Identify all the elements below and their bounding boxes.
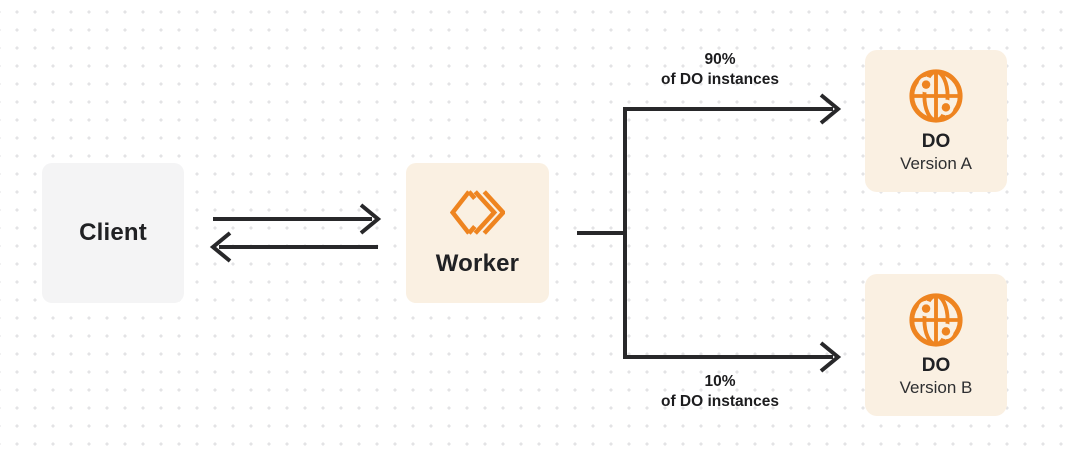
globe-icon (909, 293, 963, 347)
node-do-version-b: DO Version B (865, 274, 1007, 416)
do-b-subtitle: Version B (899, 378, 973, 397)
arrowhead-right-icon (819, 93, 842, 125)
client-label: Client (79, 219, 147, 246)
arrowhead-left-icon (209, 231, 232, 263)
arrow-client-to-worker (213, 203, 382, 235)
edge-label-90-percent: 90% of DO instances (661, 50, 779, 90)
edge-label-percent: 90% (704, 51, 736, 68)
node-worker: Worker (406, 163, 549, 303)
do-a-title: DO (921, 131, 951, 152)
globe-icon (909, 69, 963, 123)
node-do-version-a: DO Version A (865, 50, 1007, 192)
cloudflare-workers-logo-icon (450, 189, 505, 235)
arrow-branch-to-do-a (623, 93, 842, 125)
branch-connector (577, 109, 627, 357)
edge-label-caption: of DO instances (661, 393, 779, 410)
edge-label-caption: of DO instances (661, 71, 779, 88)
do-a-subtitle: Version A (900, 154, 972, 173)
arrowhead-right-icon (359, 203, 382, 235)
worker-label: Worker (435, 249, 520, 277)
edge-label-10-percent: 10% of DO instances (661, 372, 779, 412)
arrowhead-right-icon (819, 341, 842, 373)
arrow-worker-to-client (209, 231, 378, 263)
edge-label-percent: 10% (704, 373, 736, 390)
arrow-branch-to-do-b (623, 341, 842, 373)
node-client: Client (42, 163, 184, 303)
do-b-title: DO (921, 355, 951, 376)
